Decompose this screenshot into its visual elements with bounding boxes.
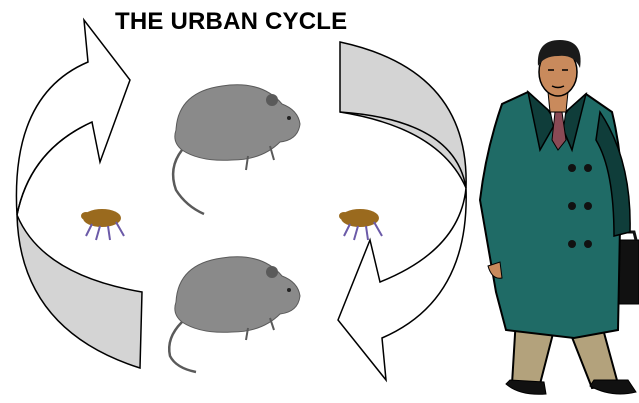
coat-button bbox=[568, 240, 576, 248]
person-icon bbox=[480, 40, 639, 394]
shoe-right bbox=[590, 380, 636, 394]
left-arrow-band bbox=[17, 215, 142, 368]
shoe-left bbox=[506, 380, 546, 394]
coat-button bbox=[584, 164, 592, 172]
flea-icon bbox=[81, 209, 124, 240]
rat-icon bbox=[173, 85, 300, 214]
right-arrow-band bbox=[340, 42, 466, 188]
flea-icon bbox=[339, 209, 382, 240]
coat-button bbox=[584, 202, 592, 210]
coat-button bbox=[568, 202, 576, 210]
hand-left bbox=[488, 262, 502, 278]
left-arrow-body bbox=[16, 20, 130, 215]
coat-button bbox=[568, 164, 576, 172]
coat-button bbox=[584, 240, 592, 248]
left-cycle-arrow bbox=[16, 20, 142, 368]
rat-icon bbox=[169, 257, 300, 372]
